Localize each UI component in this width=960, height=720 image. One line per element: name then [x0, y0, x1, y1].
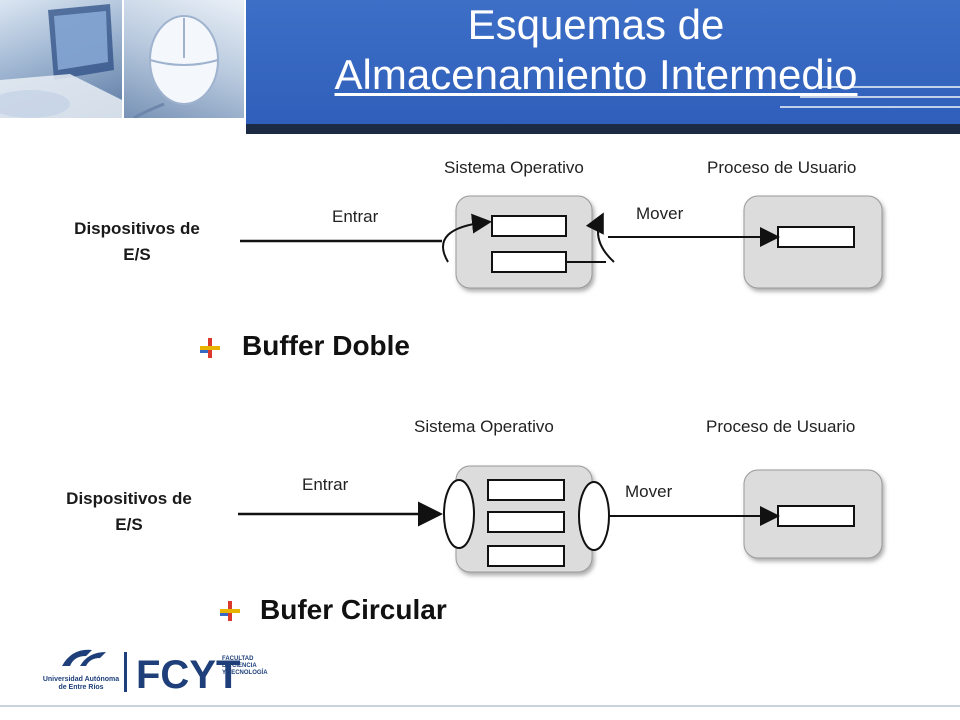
circular-buffer-diagram	[238, 465, 883, 573]
output-pointer	[578, 481, 610, 551]
buffer-slot	[491, 215, 567, 237]
bullet-cross-icon	[220, 601, 240, 621]
fcyt-subtitle-line2: DE CIENCIA	[222, 663, 257, 669]
uader-name-line2: de Entre Ríos	[58, 684, 104, 691]
fcyt-logo: FCYT	[136, 653, 240, 697]
move-label: Mover	[625, 482, 673, 501]
decorative-line	[800, 96, 960, 98]
switch-arrow-out	[585, 212, 615, 263]
uader-logo-mark	[62, 649, 106, 666]
bullet-cross-icon	[200, 338, 220, 358]
double-buffer-diagram	[240, 195, 883, 289]
user-process-label: Proceso de Usuario	[707, 158, 857, 177]
device-label: Dispositivos de E/S	[42, 216, 232, 268]
logo-divider	[124, 652, 127, 692]
section-heading: Bufer Circular	[260, 594, 447, 625]
device-label-line1: Dispositivos de	[74, 219, 200, 238]
os-label: Sistema Operativo	[414, 417, 554, 436]
title-rule	[246, 124, 960, 134]
footer-rule	[0, 705, 960, 707]
os-label: Sistema Operativo	[444, 158, 584, 177]
device-label-line1: Dispositivos de	[66, 489, 192, 508]
decorative-line	[820, 86, 960, 88]
fcyt-subtitle-line1: FACULTAD	[222, 656, 254, 662]
buffer-slot	[491, 251, 567, 273]
mouse-photo	[124, 0, 244, 118]
section-heading: Buffer Doble	[242, 330, 410, 361]
fcyt-logo-text: FCYT	[136, 653, 240, 697]
switch-arrow-in	[442, 213, 492, 263]
device-label-line2: E/S	[115, 515, 143, 534]
buffer-slot	[487, 511, 565, 533]
input-label: Entrar	[302, 475, 349, 494]
input-label: Entrar	[332, 207, 379, 226]
title-line-2: Almacenamiento Intermedio	[334, 51, 858, 98]
uader-name-line1: Universidad Autónoma	[42, 676, 120, 683]
fcyt-logo-subtitle: FACULTAD DE CIENCIA Y TECNOLOGÍA	[222, 656, 268, 677]
uader-logo-text: Universidad Autónoma de Entre Ríos	[36, 676, 126, 692]
move-label: Mover	[636, 204, 684, 223]
buffer-slot	[487, 479, 565, 501]
laptop-photo	[0, 0, 122, 118]
title-line-1: Esquemas de	[467, 1, 725, 48]
input-pointer	[443, 479, 475, 549]
os-box	[455, 195, 593, 289]
slide-header: Esquemas de Almacenamiento Intermedio	[0, 0, 960, 134]
user-buffer	[777, 226, 855, 248]
user-process-label: Proceso de Usuario	[706, 417, 856, 436]
device-label-line2: E/S	[123, 245, 151, 264]
buffer-slot	[487, 545, 565, 567]
title-band	[246, 0, 960, 124]
slide-title: Esquemas de Almacenamiento Intermedio	[246, 0, 946, 100]
fcyt-subtitle-line3: Y TECNOLOGÍA	[222, 670, 268, 676]
user-buffer	[777, 505, 855, 527]
device-label: Dispositivos de E/S	[34, 486, 224, 538]
decorative-line	[780, 106, 960, 108]
